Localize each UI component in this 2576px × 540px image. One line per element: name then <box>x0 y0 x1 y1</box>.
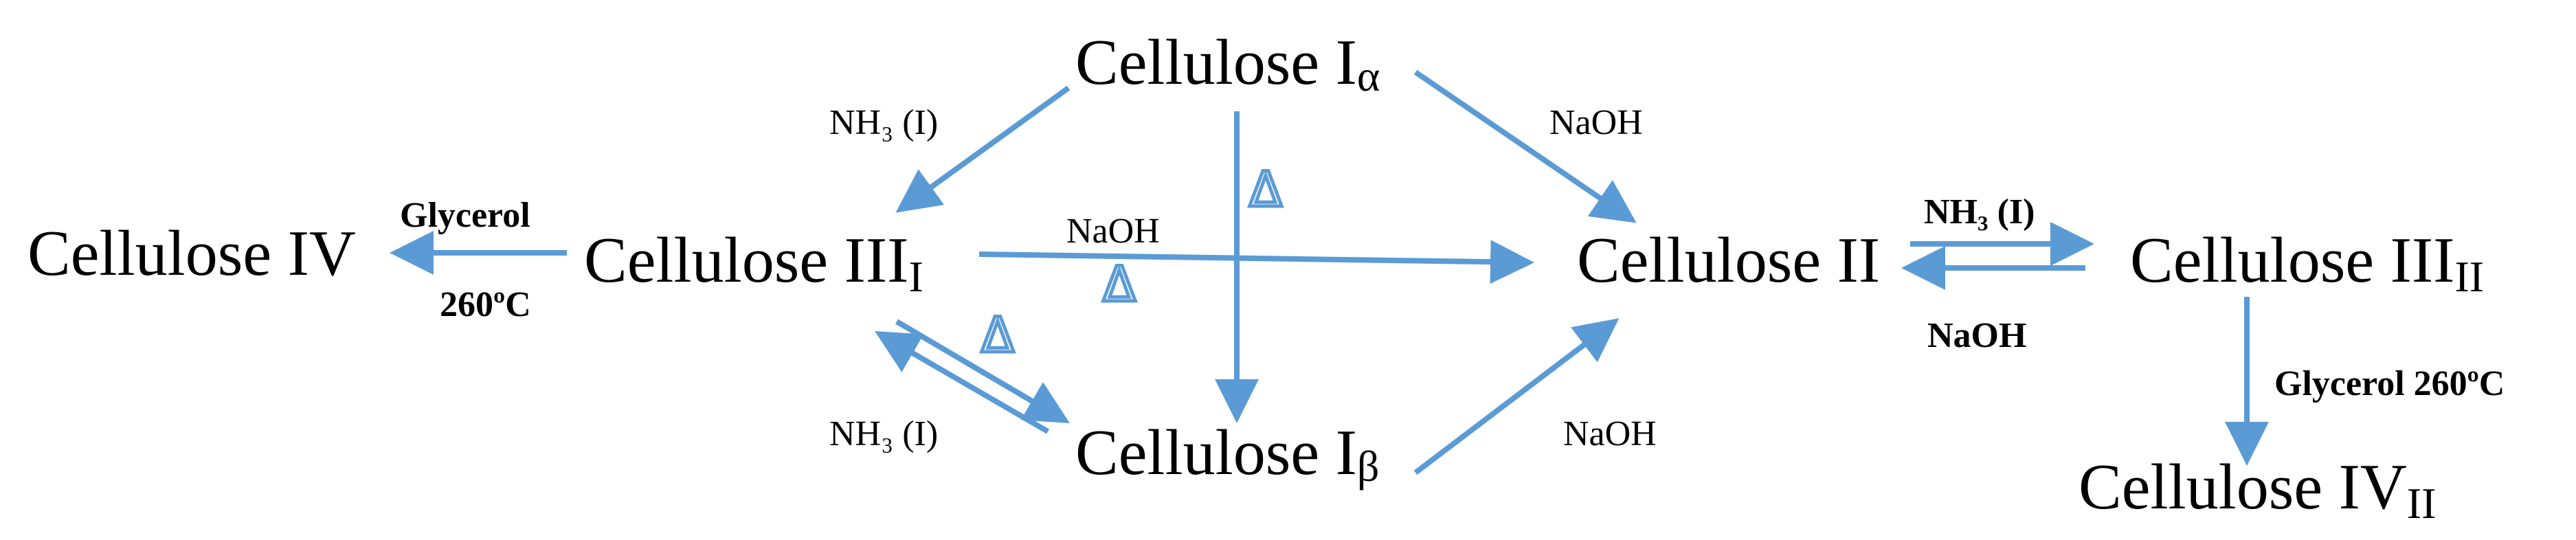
label-naoh-middle: NaOH <box>1066 212 1160 251</box>
node-cellulose-i-alpha: Cellulose Iα <box>1075 27 1380 100</box>
arrow-ialpha-to-iiii <box>895 85 1071 213</box>
delta-symbol-middle: Δ <box>1103 256 1136 313</box>
label-naoh-bold: NaOH <box>1927 316 2026 355</box>
node-cellulose-i-beta: Cellulose Iβ <box>1075 417 1379 491</box>
arrow-ibeta-to-ii <box>1413 318 1620 475</box>
arrow-ibeta-to-iiii <box>875 330 1050 434</box>
arrow-iiii-to-ibeta <box>895 319 1070 424</box>
label-glycerol-260c: Glycerol 260ºC <box>2274 364 2505 403</box>
label-naoh-top-right: NaOH <box>1549 103 1643 142</box>
node-cellulose-iii-ii: Cellulose IIIII <box>2130 225 2484 301</box>
label-glycerol: Glycerol <box>400 196 530 235</box>
label-260c: 260ºC <box>440 285 531 324</box>
delta-symbol-lower: Δ <box>981 307 1014 363</box>
node-cellulose-iii-i: Cellulose IIII <box>584 225 923 301</box>
node-cellulose-ii: Cellulose II <box>1577 225 1880 296</box>
arrow-ialpha-to-ii <box>1413 69 1637 223</box>
node-cellulose-iv: Cellulose IV <box>27 218 356 289</box>
label-nh3-bottom: NH₃ (I) <box>829 414 938 453</box>
node-cellulose-iv-ii: Cellulose IVII <box>2079 451 2436 528</box>
delta-symbol-vertical: Δ <box>1249 161 1282 218</box>
label-naoh-bottom-right: NaOH <box>1563 414 1657 453</box>
arrow-iiii-to-ii <box>978 240 1534 284</box>
label-nh3-top: NH₃ (I) <box>829 103 938 142</box>
label-nh3-bold: NH₃ (I) <box>1924 192 2035 232</box>
